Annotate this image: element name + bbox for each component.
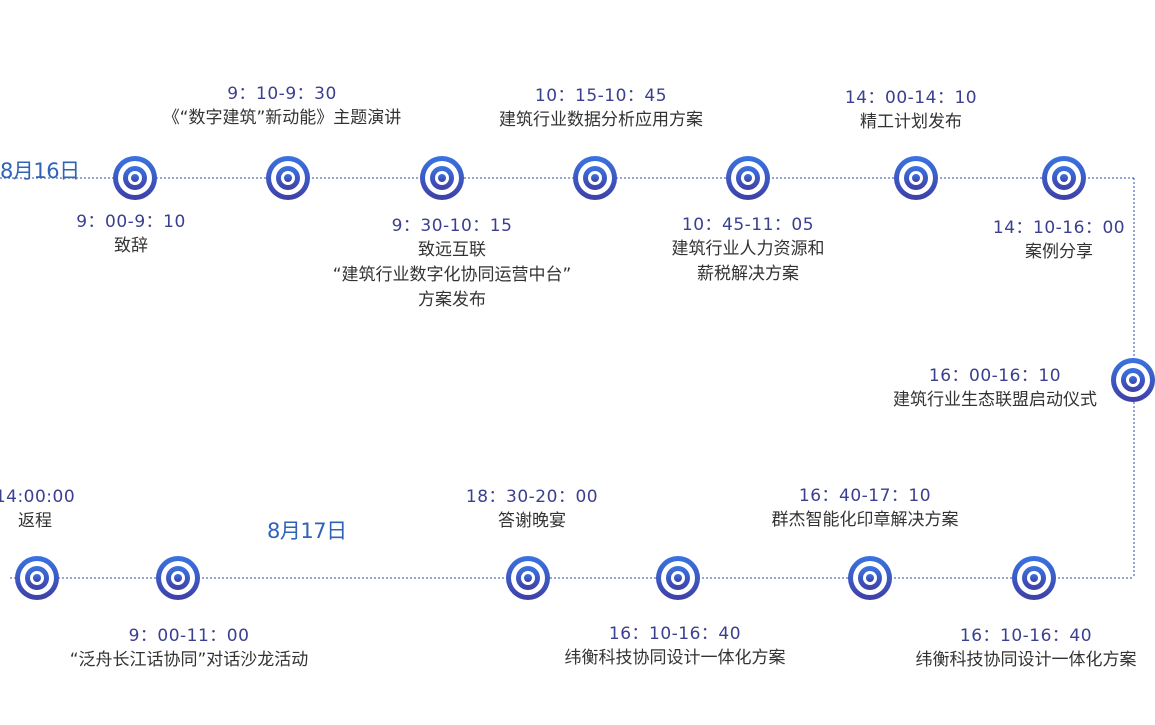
event-desc: 纬衡科技协同设计一体化方案 (915, 650, 1137, 670)
event-desc: 纬衡科技协同设计一体化方案 (564, 648, 786, 668)
event-time: 10：45-11：05 (681, 215, 815, 235)
event-time: 9：00-9：10 (76, 212, 186, 232)
event-item: 9：00-11：00 “泛舟长江话协同”对话沙龙活动 (70, 624, 309, 673)
event-item: 10：15-10：45 建筑行业数据分析应用方案 (499, 84, 703, 133)
event-desc: “泛舟长江话协同”对话沙龙活动 (69, 650, 309, 670)
event-time: 16：00-16：10 (928, 366, 1062, 386)
event-desc: 致辞 (114, 236, 148, 256)
target-icon (893, 155, 939, 201)
day-label-2: 8月17日 (267, 519, 347, 543)
event-time: 9：10-9：30 (227, 84, 337, 104)
event-time: 10：15-10：45 (534, 86, 668, 106)
target-icon (419, 155, 465, 201)
event-item: 14：00-14：10 精工计划发布 (845, 86, 977, 135)
event-item: 9：10-9：30 《“数字建筑”新动能》主题演讲 (163, 82, 402, 131)
target-icon (847, 555, 893, 601)
event-item: 9：30-10：15 致远互联 “建筑行业数字化协同运营中台” 方案发布 (333, 214, 572, 313)
event-item: 14:00:00 返程 (0, 485, 75, 534)
event-desc: 《“数字建筑”新动能》主题演讲 (162, 108, 402, 128)
event-item: 16：00-16：10 建筑行业生态联盟启动仪式 (893, 364, 1097, 413)
target-icon (155, 555, 201, 601)
event-time: 14:00:00 (0, 487, 76, 507)
event-item: 9：00-9：10 致辞 (76, 210, 186, 259)
event-item: 16：10-16：40 纬衡科技协同设计一体化方案 (916, 624, 1137, 673)
event-time: 9：00-11：00 (128, 626, 250, 646)
target-icon (725, 155, 771, 201)
event-desc: 答谢晚宴 (497, 511, 566, 531)
target-icon (1011, 555, 1057, 601)
event-time: 16：10-16：40 (608, 624, 742, 644)
event-time: 9：30-10：15 (391, 216, 513, 236)
event-desc: 返程 (17, 511, 52, 531)
target-icon (1041, 155, 1087, 201)
target-icon (655, 555, 701, 601)
target-icon (112, 155, 158, 201)
event-time: 14：10-16：00 (992, 218, 1126, 238)
target-icon (265, 155, 311, 201)
event-desc: “建筑行业数字化协同运营中台” (332, 265, 572, 285)
event-desc: 精工计划发布 (859, 112, 962, 132)
event-desc: 建筑行业生态联盟启动仪式 (893, 390, 1097, 410)
event-item: 16：40-17：10 群杰智能化印章解决方案 (772, 484, 959, 533)
event-desc: 案例分享 (1024, 242, 1093, 262)
event-desc: 致远互联 (418, 240, 486, 260)
event-desc: 群杰智能化印章解决方案 (771, 510, 959, 530)
day-label-1: 8月16日 (0, 159, 80, 183)
event-time: 14：00-14：10 (844, 88, 978, 108)
event-time: 18：30-20：00 (465, 487, 599, 507)
event-desc: 薪税解决方案 (697, 264, 799, 284)
target-icon (505, 555, 551, 601)
event-item: 10：45-11：05 建筑行业人力资源和 薪税解决方案 (672, 213, 825, 287)
event-item: 16：10-16：40 纬衡科技协同设计一体化方案 (565, 622, 786, 671)
event-time: 16：40-17：10 (798, 486, 932, 506)
event-item: 14：10-16：00 案例分享 (993, 216, 1125, 265)
event-item: 18：30-20：00 答谢晚宴 (466, 485, 598, 534)
event-time: 16：10-16：40 (959, 626, 1093, 646)
target-icon (14, 555, 60, 601)
target-icon (572, 155, 618, 201)
event-desc: 建筑行业人力资源和 (671, 239, 825, 259)
target-icon (1110, 357, 1155, 403)
event-desc: 方案发布 (418, 290, 486, 310)
event-desc: 建筑行业数据分析应用方案 (499, 110, 703, 130)
